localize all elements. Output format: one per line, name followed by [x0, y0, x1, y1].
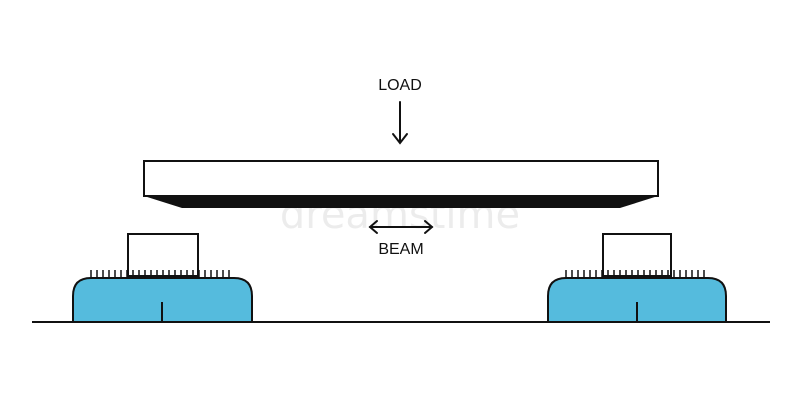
right-support [547, 233, 727, 323]
left-support [72, 233, 253, 323]
right-bearing-block [602, 233, 672, 277]
right-support-base [547, 277, 727, 323]
beam-span-arrow-icon [368, 220, 434, 234]
left-support-serrations [90, 270, 230, 278]
beam-label: BEAM [378, 241, 423, 258]
beam [143, 160, 659, 208]
left-bearing-block [127, 233, 199, 277]
load-label: LOAD [378, 77, 422, 94]
right-support-serrations [565, 270, 705, 278]
load-arrow-icon [392, 101, 408, 145]
beam-underside-shadow [144, 196, 658, 208]
beam-body [143, 160, 659, 197]
left-support-base [72, 277, 253, 323]
